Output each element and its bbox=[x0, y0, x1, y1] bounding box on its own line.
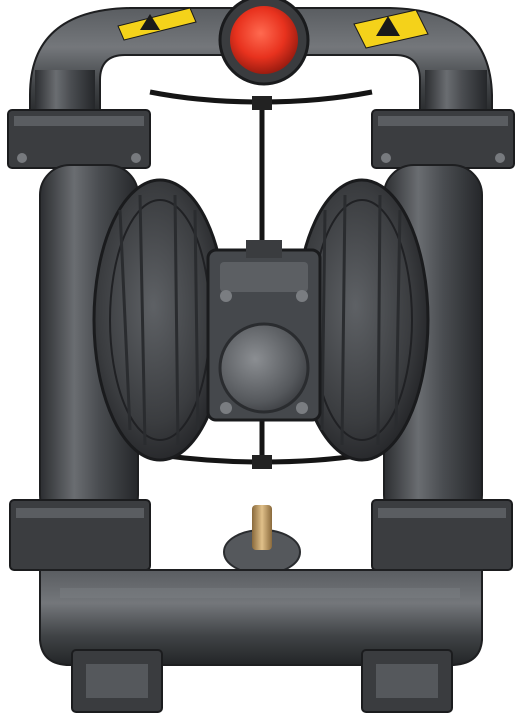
right-diaphragm-chamber bbox=[294, 178, 430, 462]
brass-fitting bbox=[223, 505, 301, 575]
left-diaphragm-chamber bbox=[92, 178, 228, 462]
left-foot bbox=[71, 649, 163, 713]
upper-flange-left bbox=[7, 109, 151, 169]
hose-tee-bottom bbox=[252, 455, 272, 469]
warning-label-left-icon bbox=[117, 7, 197, 41]
center-air-valve bbox=[206, 240, 322, 422]
indicator-lamp-icon bbox=[218, 0, 310, 86]
upper-flange-right bbox=[371, 109, 515, 169]
hose-tee-top bbox=[252, 96, 272, 110]
lower-flange-left bbox=[9, 499, 151, 571]
warning-label-right-icon bbox=[353, 9, 429, 49]
lower-flange-right bbox=[371, 499, 513, 571]
right-foot bbox=[361, 649, 453, 713]
